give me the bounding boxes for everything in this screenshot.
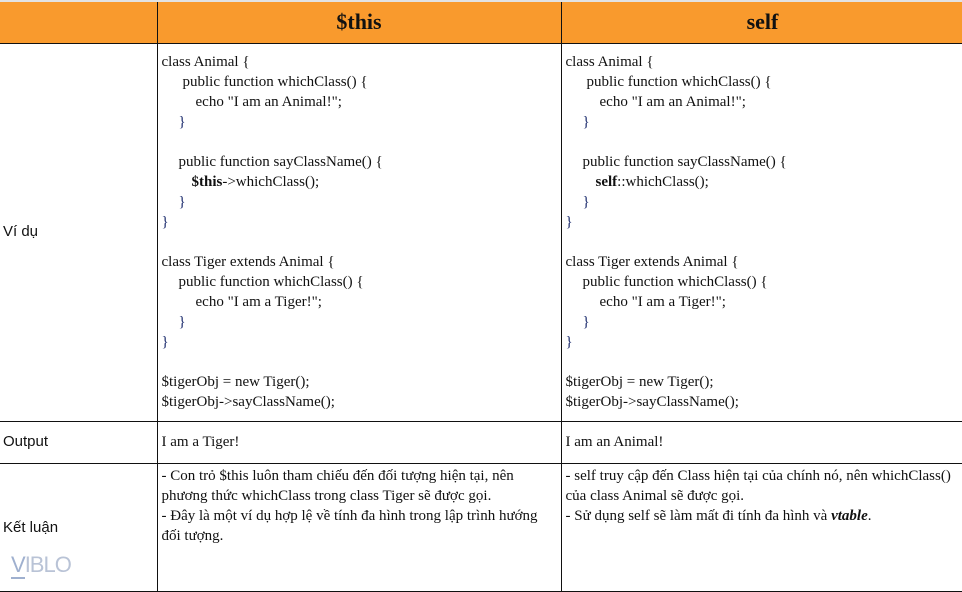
code-text: public function whichClass() { bbox=[586, 73, 772, 90]
code-line bbox=[162, 132, 557, 152]
header-empty bbox=[0, 2, 158, 44]
code-line: self::whichClass(); bbox=[566, 172, 960, 192]
code-line: $tigerObj = new Tiger(); bbox=[566, 372, 960, 392]
code-text: class Tiger extends Animal { bbox=[161, 253, 335, 270]
code-line: echo "I am a Tiger!"; bbox=[566, 292, 960, 312]
code-text: } bbox=[161, 333, 169, 350]
code-line: } bbox=[566, 212, 960, 232]
code-line: } bbox=[566, 112, 960, 132]
code-text: $tigerObj->sayClassName(); bbox=[565, 393, 739, 410]
code-keyword: $this bbox=[191, 173, 223, 190]
conclusion-row: Kết luận - Con trỏ $this luôn tham chiếu… bbox=[0, 462, 962, 592]
code-line bbox=[566, 232, 960, 252]
code-line: public function whichClass() { bbox=[566, 72, 960, 92]
example-label: Ví dụ bbox=[0, 42, 158, 422]
self-conclusion-point: - Sử dụng self sẽ làm mất đi tính đa hìn… bbox=[566, 506, 960, 526]
header-self: self bbox=[560, 2, 962, 44]
code-text: echo "I am a Tiger!"; bbox=[195, 293, 322, 310]
code-text: ->whichClass(); bbox=[222, 173, 320, 190]
code-text: echo "I am a Tiger!"; bbox=[599, 293, 726, 310]
code-line bbox=[566, 132, 960, 152]
code-line: public function whichClass() { bbox=[162, 272, 557, 292]
code-line: } bbox=[162, 192, 557, 212]
code-line: } bbox=[566, 312, 960, 332]
code-text: } bbox=[178, 113, 186, 130]
output-label: Output bbox=[0, 420, 158, 464]
code-line: } bbox=[162, 312, 557, 332]
code-line: } bbox=[162, 332, 557, 352]
code-text: } bbox=[582, 113, 590, 130]
code-line: } bbox=[566, 332, 960, 352]
output-row: Output I am a Tiger! I am an Animal! bbox=[0, 420, 962, 464]
code-line: echo "I am an Animal!"; bbox=[566, 92, 960, 112]
code-line: public function whichClass() { bbox=[566, 272, 960, 292]
code-line bbox=[162, 352, 557, 372]
vtable-term: vtable bbox=[831, 507, 868, 524]
this-conclusion: - Con trỏ $this luôn tham chiếu đến đối … bbox=[156, 462, 562, 592]
code-line bbox=[162, 232, 557, 252]
code-line: class Animal { bbox=[162, 52, 557, 72]
code-text: echo "I am an Animal!"; bbox=[599, 93, 746, 110]
code-line bbox=[566, 352, 960, 372]
code-text: } bbox=[565, 213, 573, 230]
self-output: I am an Animal! bbox=[560, 420, 962, 464]
code-line: echo "I am a Tiger!"; bbox=[162, 292, 557, 312]
code-text: public function whichClass() { bbox=[178, 273, 364, 290]
this-output: I am a Tiger! bbox=[156, 420, 562, 464]
code-text: class Animal { bbox=[565, 53, 654, 70]
code-text: class Animal { bbox=[161, 53, 250, 70]
code-text: echo "I am an Animal!"; bbox=[195, 93, 342, 110]
self-conclusion-text: - Sử dụng self sẽ làm mất đi tính đa hìn… bbox=[565, 507, 832, 524]
code-line: } bbox=[162, 212, 557, 232]
code-text: public function sayClassName() { bbox=[582, 153, 787, 170]
code-line: $tigerObj->sayClassName(); bbox=[566, 392, 960, 412]
example-row: Ví dụ class Animal { public function whic… bbox=[0, 42, 962, 422]
code-line: $this->whichClass(); bbox=[162, 172, 557, 192]
code-line: } bbox=[162, 112, 557, 132]
code-text: } bbox=[565, 333, 573, 350]
code-text: public function sayClassName() { bbox=[178, 153, 383, 170]
code-line: class Animal { bbox=[566, 52, 960, 72]
code-line: class Tiger extends Animal { bbox=[566, 252, 960, 272]
conclusion-label: Kết luận bbox=[0, 462, 158, 592]
code-text: $tigerObj = new Tiger(); bbox=[565, 373, 714, 390]
code-line: class Tiger extends Animal { bbox=[162, 252, 557, 272]
code-text: } bbox=[178, 313, 186, 330]
this-conclusion-point: - Con trỏ $this luôn tham chiếu đến đối … bbox=[161, 467, 514, 504]
code-text: } bbox=[582, 313, 590, 330]
code-text: } bbox=[582, 193, 590, 210]
self-conclusion-point: - self truy cập đến Class hiện tại của c… bbox=[565, 467, 951, 504]
code-text: $tigerObj->sayClassName(); bbox=[161, 393, 335, 410]
code-line: } bbox=[566, 192, 960, 212]
code-line: $tigerObj = new Tiger(); bbox=[162, 372, 557, 392]
this-code-block: class Animal { public function whichClass… bbox=[156, 42, 562, 422]
code-text: ::whichClass(); bbox=[617, 173, 709, 190]
this-conclusion-point: - Đây là một ví dụ hợp lệ về tính đa hìn… bbox=[161, 507, 538, 544]
code-keyword: self bbox=[595, 173, 618, 190]
top-border bbox=[0, 0, 962, 3]
code-line: $tigerObj->sayClassName(); bbox=[162, 392, 557, 412]
self-conclusion-suffix: . bbox=[867, 507, 872, 524]
code-text: public function whichClass() { bbox=[182, 73, 368, 90]
code-text: $tigerObj = new Tiger(); bbox=[161, 373, 310, 390]
code-line: public function whichClass() { bbox=[162, 72, 557, 92]
self-conclusion: - self truy cập đến Class hiện tại của c… bbox=[560, 462, 962, 592]
self-code-block: class Animal { public function whichClass… bbox=[560, 42, 962, 422]
header-this: $this bbox=[156, 2, 562, 44]
header-row: $this self bbox=[0, 2, 962, 44]
code-line: public function sayClassName() { bbox=[566, 152, 960, 172]
code-text: class Tiger extends Animal { bbox=[565, 253, 739, 270]
code-text: } bbox=[161, 213, 169, 230]
viblo-watermark-logo: VIBLO bbox=[11, 552, 72, 579]
code-line: echo "I am an Animal!"; bbox=[162, 92, 557, 112]
code-text: } bbox=[178, 193, 186, 210]
code-line: public function sayClassName() { bbox=[162, 152, 557, 172]
code-text: public function whichClass() { bbox=[582, 273, 768, 290]
